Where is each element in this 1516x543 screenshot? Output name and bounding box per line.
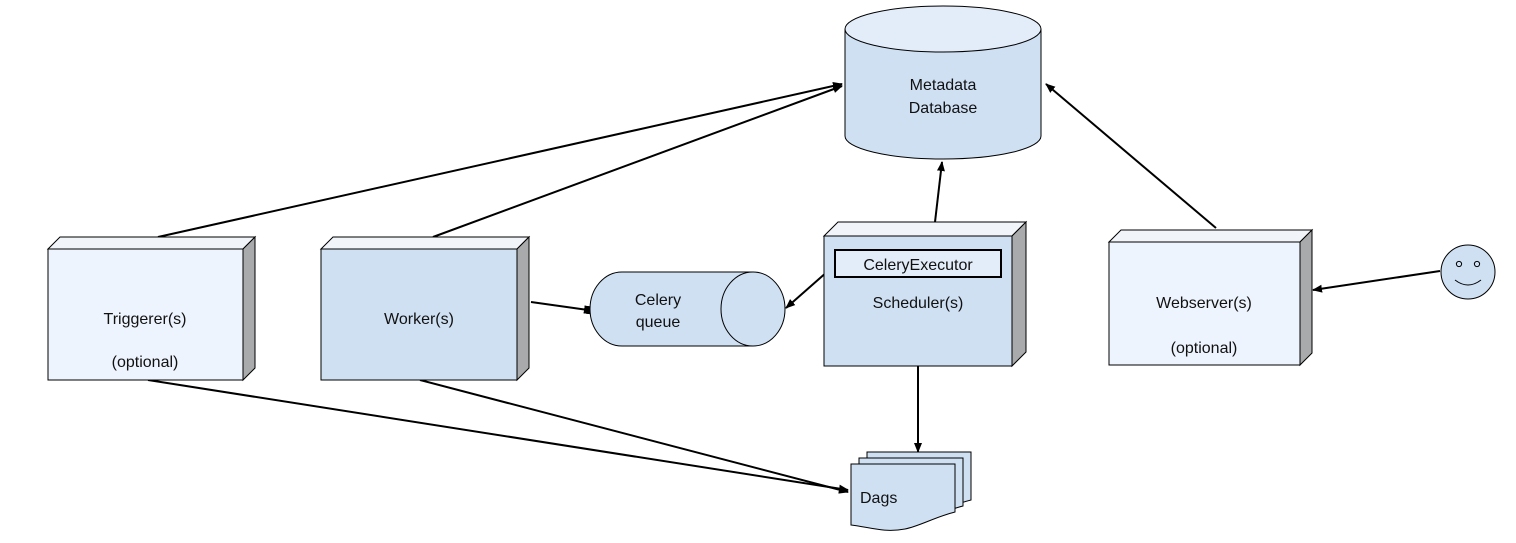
scheduler-node: CeleryExecutor Scheduler(s)	[822, 220, 1028, 368]
webserver-node: Webserver(s) (optional)	[1107, 228, 1314, 367]
metadata-database-node: Metadata Database	[844, 5, 1042, 160]
metadata-database-label-line1: Metadata	[910, 77, 977, 94]
celery-queue-node: Celery queue	[589, 271, 786, 347]
edge-worker-to-metadata-db	[432, 85, 843, 238]
celery-queue-label-line2: queue	[636, 314, 681, 331]
webserver-label: Webserver(s)	[1156, 295, 1252, 312]
edge-user-to-webserver	[1312, 270, 1441, 293]
celery-queue-label-line1: Celery	[635, 292, 681, 309]
scheduler-label: Scheduler(s)	[873, 295, 964, 312]
celery-executor-box	[834, 249, 1002, 278]
dags-label: Dags	[860, 490, 897, 507]
triggerer-node: Triggerer(s) (optional)	[46, 235, 257, 382]
triggerer-label: Triggerer(s)	[104, 311, 187, 328]
dags-node: Dags	[850, 451, 972, 531]
worker-label: Worker(s)	[384, 311, 454, 328]
smiley-face-icon	[1440, 244, 1496, 300]
worker-node: Worker(s)	[319, 235, 531, 382]
edge-webserver-to-metadata-db	[1045, 83, 1217, 229]
edge-scheduler-to-metadata-db	[934, 161, 945, 223]
edge-worker-to-dags	[419, 379, 849, 494]
celery-executor-label: CeleryExecutor	[863, 257, 973, 274]
edge-triggerer-to-dags	[147, 379, 849, 493]
webserver-sublabel: (optional)	[1171, 340, 1238, 357]
edge-worker-to-celery-queue	[530, 301, 593, 315]
metadata-database-label-line2: Database	[909, 100, 978, 117]
triggerer-sublabel: (optional)	[112, 354, 179, 371]
edge-triggerer-to-metadata-db	[157, 82, 843, 238]
